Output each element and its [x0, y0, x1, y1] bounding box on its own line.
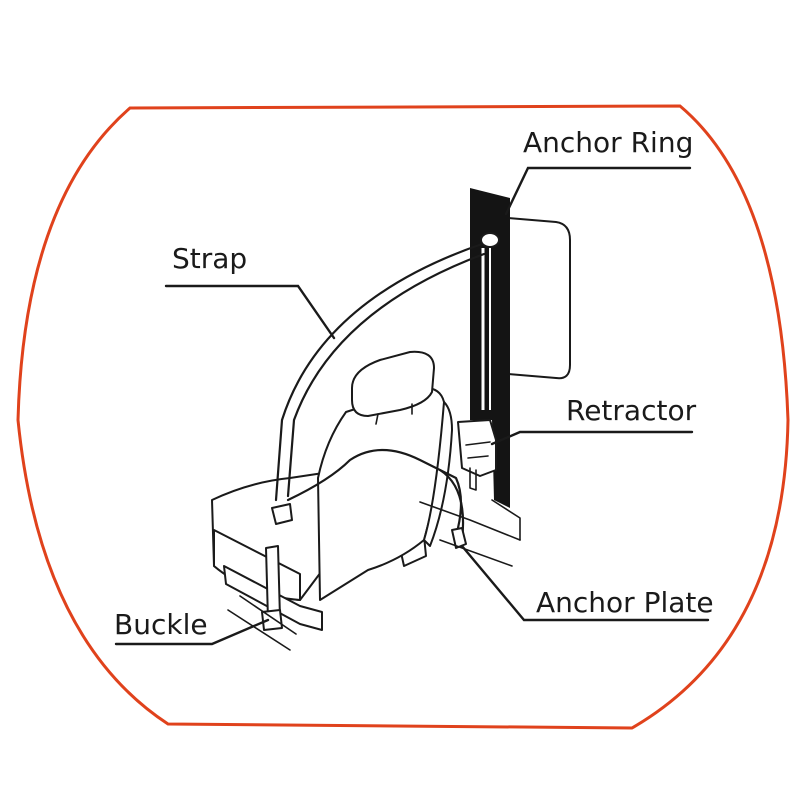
- anchor-plate-icon: [451, 527, 467, 549]
- seat-back-side: [423, 401, 453, 547]
- retractor-stem: [469, 467, 477, 491]
- floor-line-2: [227, 609, 291, 651]
- strap-inner: [286, 252, 486, 498]
- floor-line-5: [491, 499, 521, 541]
- leader-anchor-plate: [460, 544, 710, 622]
- leader-strap: [164, 284, 336, 340]
- headrest-post: [375, 403, 413, 425]
- floor-line-4: [439, 539, 513, 567]
- buckle-stalk: [265, 545, 281, 621]
- floor-line-3: [419, 501, 521, 541]
- floor-line-1: [239, 595, 297, 635]
- anchor-ring-icon: [480, 232, 500, 248]
- latch-plate-icon: [271, 503, 293, 525]
- diagram-frame: [16, 104, 790, 730]
- strap: [274, 242, 484, 502]
- retractor-detail: [465, 441, 491, 459]
- leader-retractor: [490, 430, 694, 446]
- label-strap: Strap: [172, 242, 247, 275]
- label-retractor: Retractor: [566, 394, 697, 427]
- label-anchor-ring: Anchor Ring: [523, 126, 693, 159]
- leader-buckle: [114, 618, 270, 646]
- label-buckle: Buckle: [114, 608, 208, 641]
- label-anchor-plate: Anchor Plate: [536, 586, 714, 619]
- leader-anchor-ring: [504, 166, 692, 216]
- seat-back: [317, 386, 446, 601]
- retractor-icon: [457, 419, 497, 477]
- headrest: [351, 350, 435, 417]
- window-panel: [507, 217, 571, 380]
